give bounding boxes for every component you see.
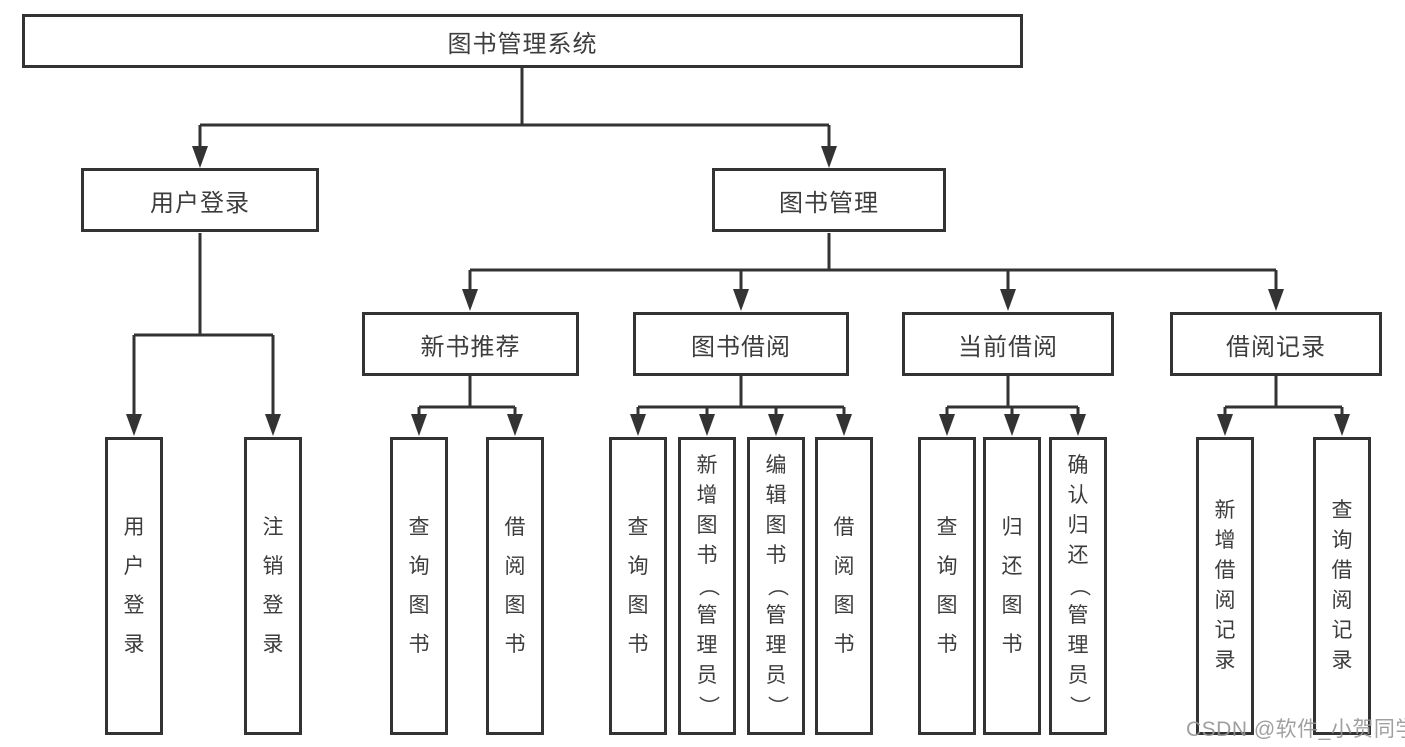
- leaf-return-books: 归还图书: [983, 437, 1041, 735]
- branch-current-borrow-children: [945, 376, 1080, 418]
- node-user-login: 用户登录: [81, 168, 319, 232]
- branch-book-borrow-children: [636, 376, 846, 418]
- leaf-add-book-admin: 新增图书（管理员）: [678, 437, 736, 735]
- arrowhead: [836, 414, 852, 436]
- leaf-query-books-3: 查询图书: [918, 437, 976, 735]
- leaf-label: 注销登录: [262, 516, 284, 656]
- leaf-borrow-books-2: 借阅图书: [815, 437, 873, 735]
- arrowhead: [699, 414, 715, 436]
- leaf-add-borrow-record: 新增借阅记录: [1196, 437, 1254, 735]
- branch-user-login-children: [132, 233, 275, 418]
- arrowhead: [411, 414, 427, 436]
- leaf-label: 查询借阅记录: [1331, 499, 1353, 672]
- arrowhead: [630, 414, 646, 436]
- node-label: 新书推荐: [420, 333, 521, 361]
- leaf-logout: 注销登录: [244, 437, 302, 735]
- leaf-query-books-1: 查询图书: [390, 437, 448, 735]
- arrowhead: [733, 289, 749, 311]
- arrowhead: [1070, 414, 1086, 436]
- leaf-label: 查询图书: [408, 516, 430, 656]
- arrowhead: [1004, 414, 1020, 436]
- csdn-watermark: CSDN @软件_小贺同学: [1186, 718, 1405, 741]
- branch-new-book-recommend-children: [417, 376, 517, 418]
- branch-book-management-to-level3: [468, 233, 1278, 293]
- leaf-edit-book-admin: 编辑图书（管理员）: [747, 437, 805, 735]
- node-new-book-recommend: 新书推荐: [362, 312, 579, 376]
- node-borrow-records: 借阅记录: [1170, 312, 1382, 376]
- arrowhead: [768, 414, 784, 436]
- leaf-query-borrow-record: 查询借阅记录: [1313, 437, 1371, 735]
- leaf-label: 查询图书: [936, 516, 958, 656]
- arrowhead: [192, 146, 208, 168]
- leaf-label: 用户登录: [123, 516, 145, 656]
- node-label: 借阅记录: [1226, 333, 1326, 361]
- branch-borrow-records-children: [1223, 376, 1344, 418]
- arrowhead: [126, 414, 142, 436]
- leaf-label: 新增图书（管理员）: [696, 454, 719, 717]
- node-label: 图书借阅: [691, 333, 791, 361]
- leaf-user-login: 用户登录: [105, 437, 163, 735]
- leaf-label: 借阅图书: [504, 516, 526, 656]
- arrowhead: [265, 414, 281, 436]
- leaf-label: 查询图书: [627, 516, 649, 656]
- leaf-label: 新增借阅记录: [1214, 499, 1236, 672]
- arrowhead: [507, 414, 523, 436]
- arrowhead: [1217, 414, 1233, 436]
- leaf-borrow-books-1: 借阅图书: [486, 437, 544, 735]
- arrowheads: [126, 146, 1350, 436]
- leaf-label: 借阅图书: [833, 516, 855, 656]
- node-book-borrow: 图书借阅: [633, 312, 849, 376]
- leaf-query-books-2: 查询图书: [609, 437, 667, 735]
- branch-root-to-level2: [198, 68, 831, 150]
- arrowhead: [462, 289, 478, 311]
- arrowhead: [1334, 414, 1350, 436]
- leaf-label: 编辑图书（管理员）: [765, 454, 788, 717]
- arrowhead: [1000, 289, 1016, 311]
- leaf-label: 归还图书: [1001, 516, 1023, 656]
- node-root-system: 图书管理系统: [22, 14, 1023, 68]
- arrowhead: [939, 414, 955, 436]
- tree-branch-lines: [132, 68, 1344, 418]
- node-book-management: 图书管理: [712, 168, 946, 232]
- leaf-confirm-return-admin: 确认归还（管理员）: [1049, 437, 1107, 735]
- node-current-borrow: 当前借阅: [902, 312, 1114, 376]
- leaf-label: 确认归还（管理员）: [1067, 454, 1090, 717]
- arrowhead: [821, 146, 837, 168]
- node-label: 用户登录: [150, 189, 250, 217]
- arrowhead: [1268, 289, 1284, 311]
- node-label: 图书管理: [779, 189, 879, 217]
- node-label: 当前借阅: [958, 333, 1058, 361]
- node-label: 图书管理系统: [447, 30, 598, 58]
